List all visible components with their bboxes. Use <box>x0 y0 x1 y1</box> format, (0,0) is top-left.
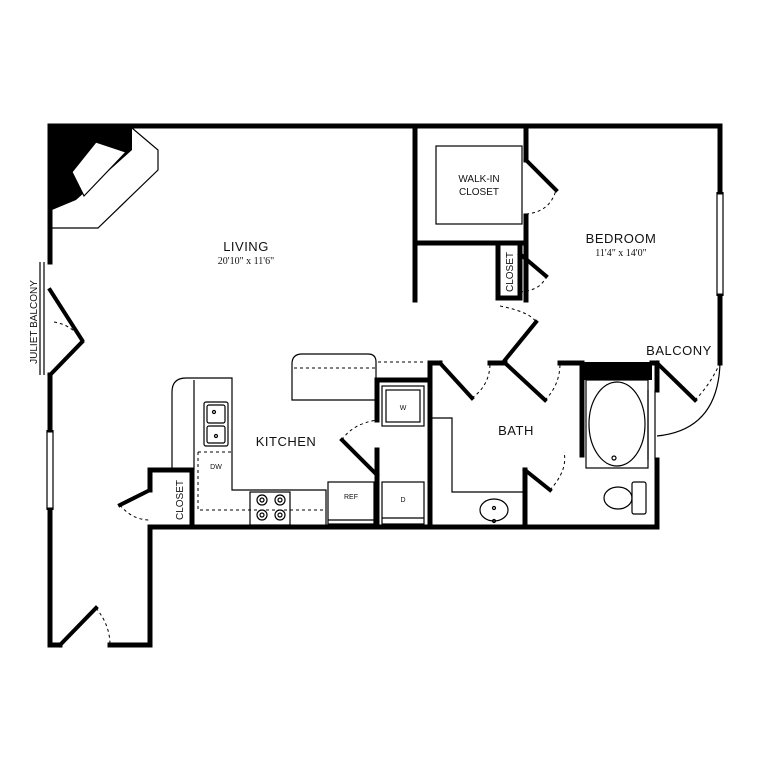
washer-label: W <box>400 405 407 412</box>
fireplace <box>52 127 159 229</box>
balcony-label: BALCONY <box>646 343 712 358</box>
juliet-balcony-label: JULIET BALCONY <box>29 280 40 364</box>
doors <box>117 157 721 521</box>
window-right <box>716 192 724 296</box>
dishwasher-label: DW <box>210 464 222 471</box>
bathtub <box>582 362 652 469</box>
bedroom-closet-label: CLOSET <box>505 252 516 292</box>
refrigerator <box>327 481 375 525</box>
dryer-label: D <box>400 497 405 504</box>
juliet-balcony-rail <box>39 262 45 375</box>
walk-in-closet-label-2: CLOSET <box>459 187 499 198</box>
bath-label: BATH <box>498 423 534 438</box>
cooktop <box>249 491 291 526</box>
dryer <box>381 481 425 525</box>
walk-in-shelf <box>435 145 523 225</box>
living-label: LIVING <box>223 239 269 254</box>
washer <box>381 385 425 427</box>
bedroom-dims: 11'4" x 14'0" <box>595 248 646 259</box>
kitchen-sink <box>203 401 229 447</box>
living-dims: 20'10" x 11'6" <box>218 256 274 267</box>
window-left <box>46 430 54 510</box>
toilet <box>603 481 647 515</box>
interior-walls <box>147 123 585 530</box>
kitchen-closet-label: CLOSET <box>175 480 186 520</box>
bath-vanity <box>432 417 525 524</box>
outer-walls <box>47 123 723 648</box>
walk-in-closet-label-1: WALK-IN <box>458 174 499 185</box>
refrigerator-label: REF <box>344 494 358 501</box>
juliet-balcony-doors <box>47 287 85 378</box>
bath-window <box>647 390 656 460</box>
kitchen-counters <box>171 353 426 527</box>
entry-door <box>57 605 111 648</box>
bedroom-label: BEDROOM <box>586 231 657 246</box>
kitchen-label: KITCHEN <box>256 434 317 449</box>
